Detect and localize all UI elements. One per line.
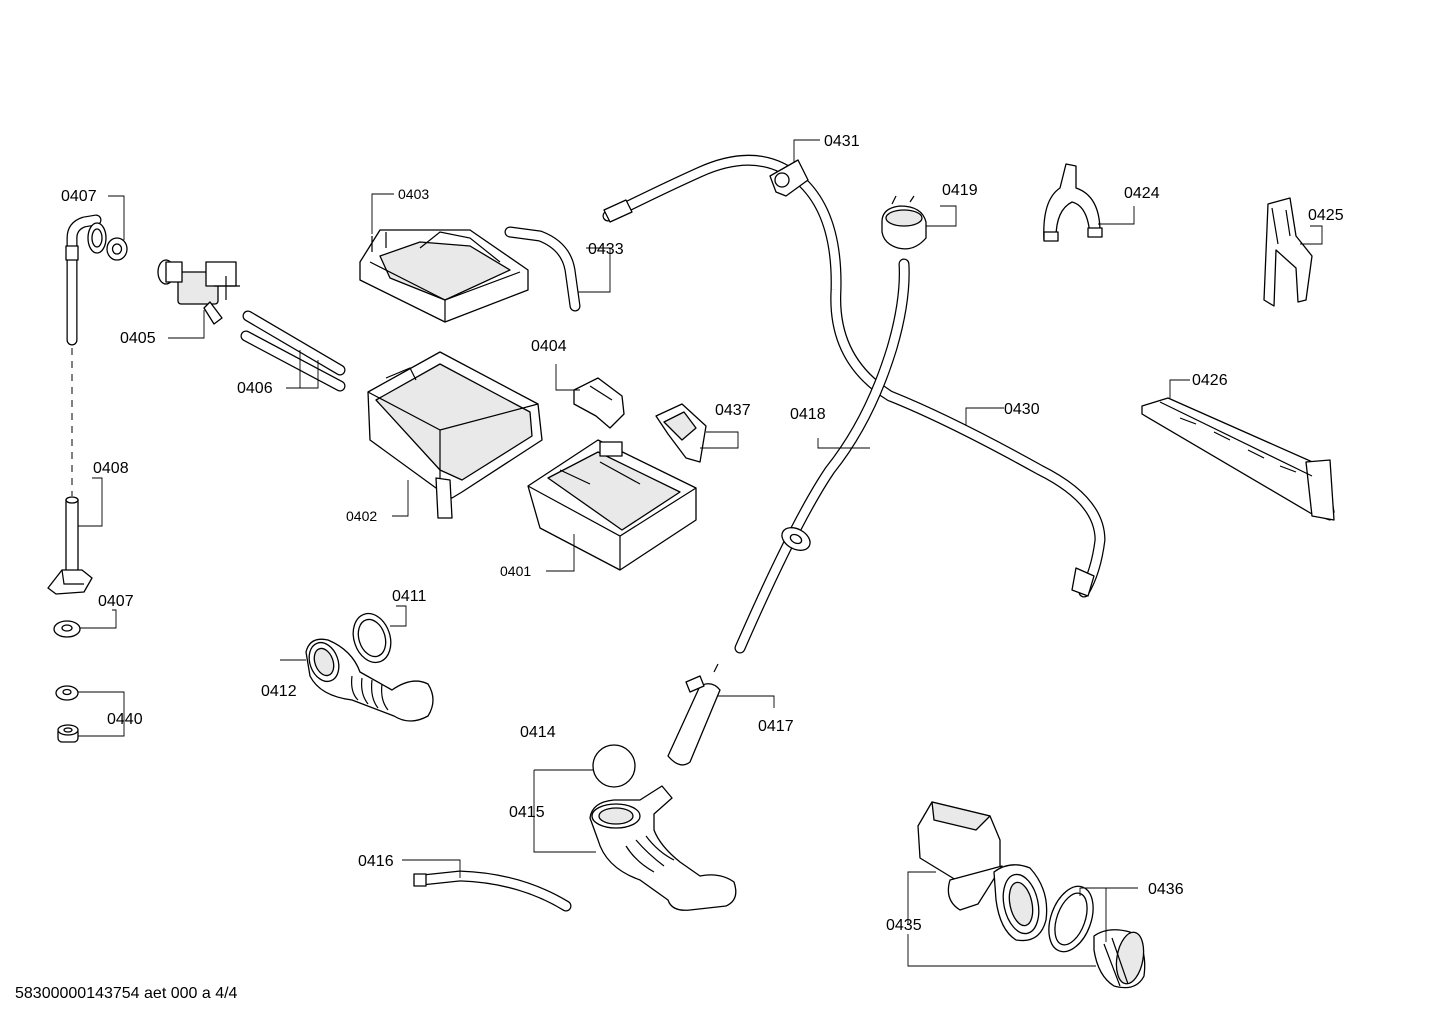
part-0425-bracket: [1263, 197, 1313, 307]
label-0435: 0435: [886, 917, 922, 934]
label-0414: 0414: [520, 724, 556, 741]
label-0431: 0431: [824, 133, 860, 150]
label-0415: 0415: [509, 804, 545, 821]
part-0430-hose: [602, 154, 1106, 598]
label-0404: 0404: [531, 338, 567, 355]
part-0408-inlet-pipe: [47, 496, 93, 595]
part-0431-hose-clamp: [769, 159, 809, 197]
label-0436: 0436: [1148, 881, 1184, 898]
part-0424-y-connector: [1043, 163, 1103, 242]
part-0437-siphon-insert: [655, 403, 707, 463]
label-0403: 0403: [398, 186, 429, 202]
label-0408: 0408: [93, 460, 129, 477]
part-0403-dispenser-cover: [359, 229, 529, 323]
label-0419: 0419: [942, 182, 978, 199]
label-0411: 0411: [392, 588, 427, 605]
part-0401-detergent-drawer: [527, 439, 697, 571]
label-0418: 0418: [790, 406, 826, 423]
part-0404-siphon-cap: [573, 377, 625, 429]
label-0407-bottom: 0407: [98, 593, 134, 610]
part-0415-sump-hose: [589, 785, 737, 911]
part-0436-filter: [1048, 885, 1146, 989]
part-0411-ring: [352, 612, 392, 664]
label-0416: 0416: [358, 853, 394, 870]
label-0401: 0401: [500, 563, 531, 579]
part-0419-pressure-switch: [881, 195, 927, 250]
label-0437: 0437: [715, 402, 751, 419]
label-0426: 0426: [1192, 372, 1228, 389]
part-0435-drain-pump: [917, 801, 1048, 942]
label-0406: 0406: [237, 380, 273, 397]
leader-lines: [78, 139, 1323, 967]
label-0424: 0424: [1124, 185, 1160, 202]
part-0406-tubes: [240, 310, 346, 392]
part-0418-pressure-tube: [734, 258, 910, 654]
label-0417: 0417: [758, 718, 794, 735]
label-0405: 0405: [120, 330, 156, 347]
part-0412-bellows-hose: [305, 638, 434, 722]
label-0433: 0433: [588, 241, 624, 258]
part-0407-washer: [53, 620, 81, 638]
part-0433-hose: [504, 226, 581, 312]
label-0412: 0412: [261, 683, 297, 700]
label-0407-top: 0407: [61, 188, 97, 205]
part-0417-sensor: [667, 663, 721, 766]
part-0416-hose: [413, 870, 572, 912]
part-0414-ball: [592, 744, 636, 788]
part-0407-inlet-elbow: [65, 214, 128, 346]
document-reference: 58300000143754 aet 000 a 4/4: [15, 985, 238, 1002]
label-0402: 0402: [346, 508, 377, 524]
label-0430: 0430: [1004, 401, 1040, 418]
label-0425: 0425: [1308, 207, 1344, 224]
part-0405-inlet-valve: [157, 259, 240, 325]
label-0440: 0440: [107, 711, 143, 728]
part-0402-dispenser-housing: [367, 351, 543, 519]
part-0440-washer-nut: [55, 685, 79, 743]
part-0426-rail: [1141, 397, 1335, 521]
